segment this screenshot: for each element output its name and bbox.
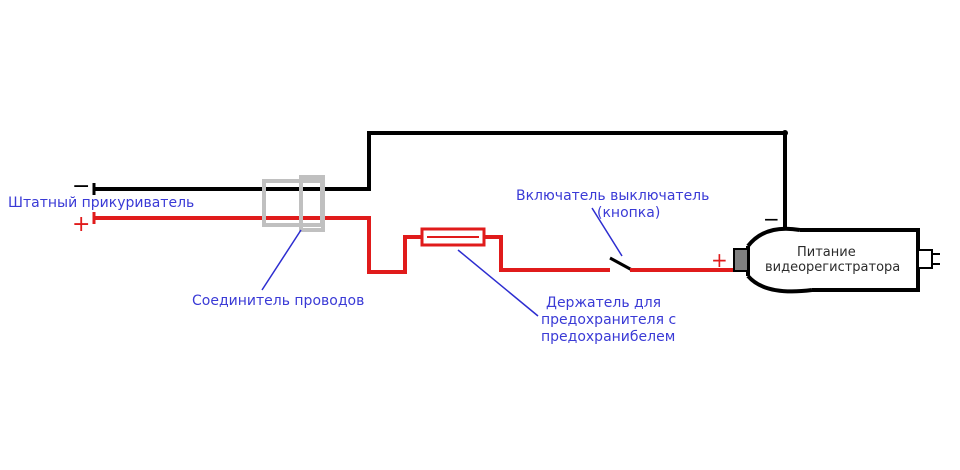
plug-cable-exit [917,249,933,269]
pointer-fuse [457,249,539,317]
label-plug-line1: Питание [797,245,856,260]
label-fuse-line2: предохранителя с [541,312,676,328]
negative-wire-junction-dot [782,130,788,136]
plug-tip-upper [746,226,801,248]
plus-sign-right: + [711,248,728,272]
positive-wire-after-fuse [484,235,610,272]
plus-sign-left: + [72,212,90,237]
label-connector: Соединитель проводов [192,293,364,309]
label-fuse-line3: предохранибелем [541,329,675,345]
label-switch-line2: (кнопка) [597,205,660,221]
pointer-switch [591,207,623,257]
minus-sign-left: − [72,174,90,199]
label-fuse-line1: Держатель для [546,295,661,311]
pointer-connector [261,229,302,291]
switch-blade [609,256,633,272]
negative-wire [93,131,787,230]
plug-contact-tip [733,248,749,272]
label-switch-line1: Включатель выключатель [516,188,709,204]
positive-wire [93,216,422,274]
label-plug-line2: видеорегистратора [765,260,900,275]
plug-tip-lower [746,274,813,294]
minus-sign-right: − [763,207,780,231]
wire-connector-inner [299,175,325,232]
label-cigarette-lighter: Штатный прикуриватель [8,195,194,211]
